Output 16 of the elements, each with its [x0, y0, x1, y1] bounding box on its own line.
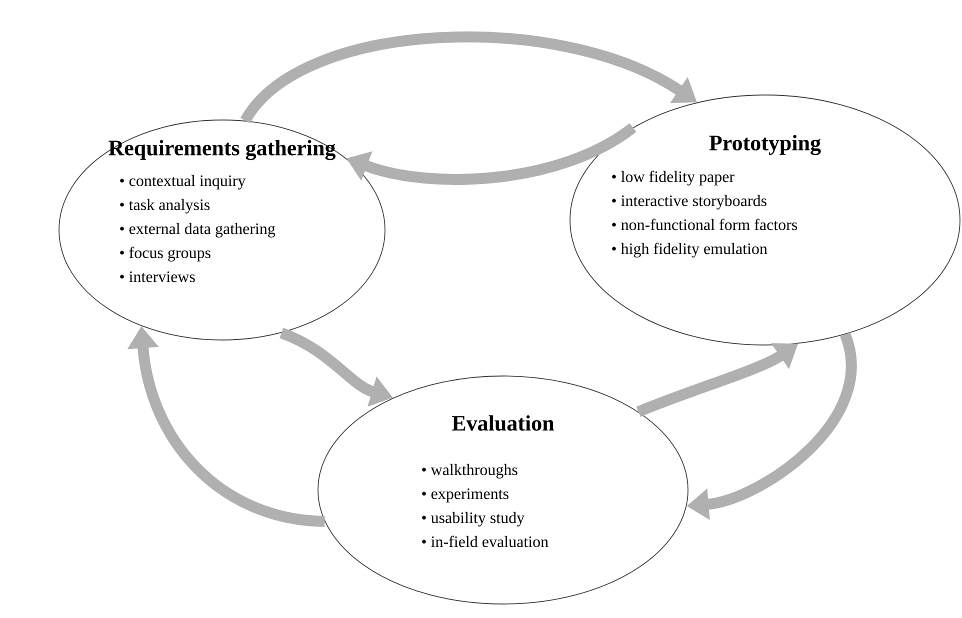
list-item: • task analysis	[120, 198, 210, 214]
heading: Evaluation	[452, 415, 554, 431]
list-item: • interviews	[120, 271, 195, 282]
heading: Requirements gathering	[108, 140, 336, 160]
list-item: • high fidelity emulation	[612, 242, 768, 258]
heading: Prototyping	[709, 134, 821, 156]
list-item: • experiments	[422, 488, 508, 502]
list-item: • interactive storyboards	[612, 194, 766, 210]
list-item: • external data gathering	[120, 222, 276, 238]
list-item: • usability study	[422, 512, 525, 526]
list-item: • in-field evaluation	[422, 536, 548, 548]
list-item: • low fidelity paper	[612, 170, 734, 186]
list-item: • focus groups	[120, 246, 210, 262]
list-item: • non-functional form factors	[612, 218, 798, 230]
list-item: • walkthroughs	[422, 464, 518, 478]
list-item: • contextual inquiry	[120, 174, 246, 190]
